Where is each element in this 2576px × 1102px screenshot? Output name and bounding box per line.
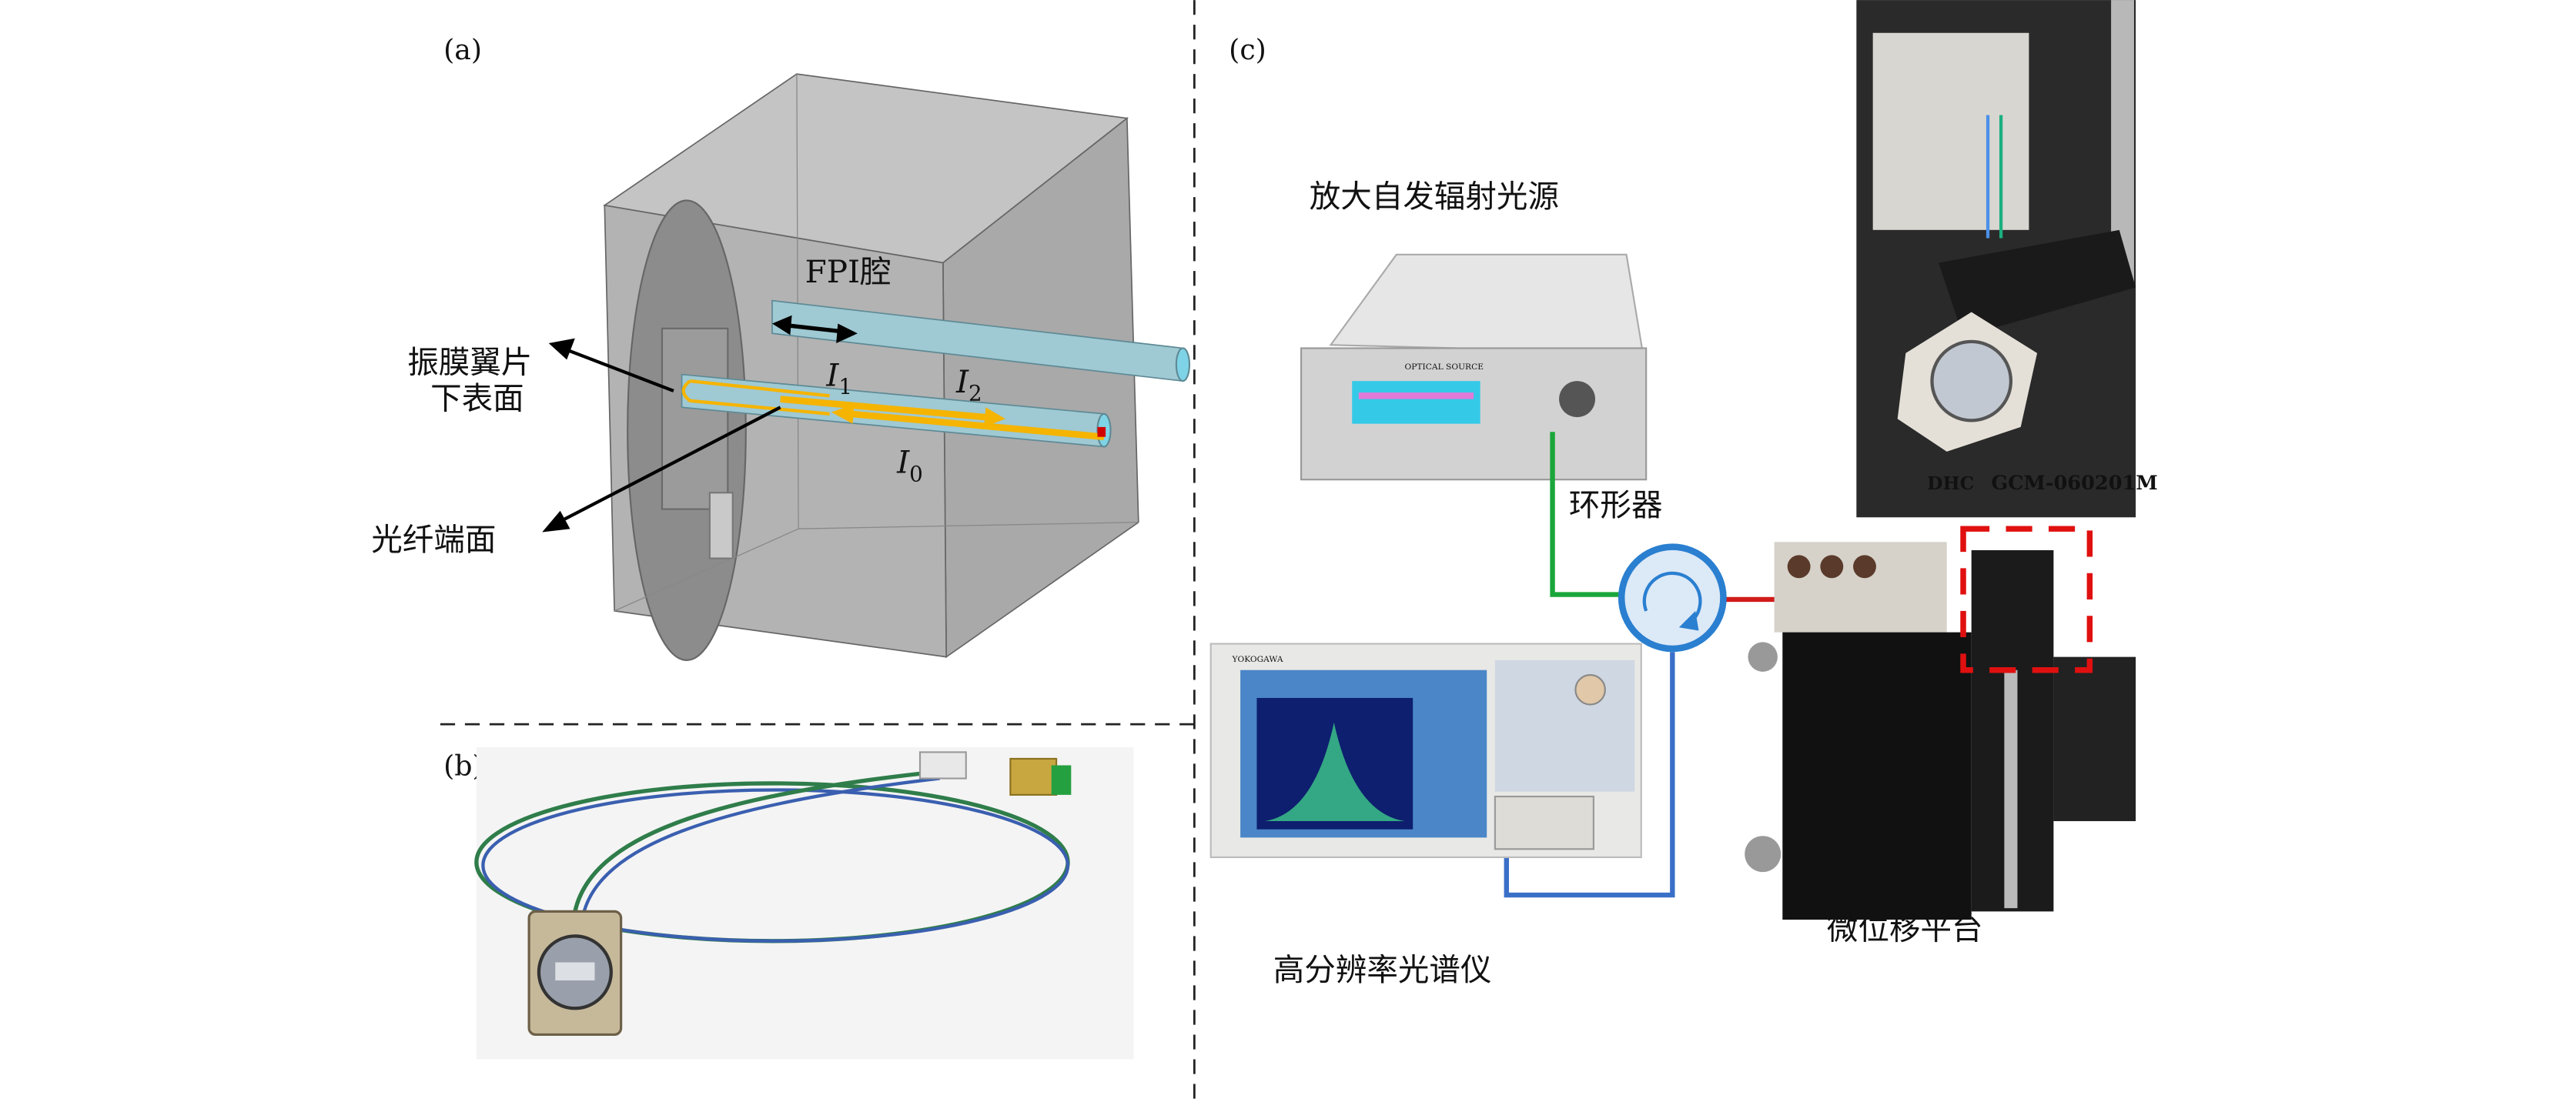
circulator-arrow-icon: [1678, 610, 1699, 631]
diaphragm-wing: [661, 327, 729, 510]
panel-c: (c) 放大自发辐射光源 OPTICAL SOURCE 环形器 YOKOGAWA: [1209, 0, 2158, 988]
mount-photo: DHC GCM-060201M: [1856, 0, 2158, 518]
fiber-upper: [771, 299, 1191, 382]
pointer-arrows: [542, 338, 781, 533]
cavity-arrow: [771, 315, 858, 344]
source-display: [1352, 381, 1480, 424]
fiber-end-label: 光纤端面: [371, 521, 496, 558]
beam-I1-arrow: [780, 396, 986, 421]
mount-brand: DHC: [1927, 473, 1974, 494]
osa-label: 高分辨率光谱仪: [1273, 951, 1492, 988]
source-fiber: [1550, 432, 1622, 597]
panel-a: (a): [371, 33, 1191, 661]
circulator-label: 环形器: [1569, 486, 1663, 523]
panel-b: (b): [443, 747, 1134, 1060]
source-panel-text: OPTICAL SOURCE: [1405, 362, 1484, 372]
diaphragm-label-line2: 下表面: [430, 379, 524, 416]
source-knob: [1559, 381, 1596, 418]
light-path: [681, 379, 1106, 440]
sensor-photo: [474, 747, 1134, 1060]
beam-I2-label: I2: [955, 363, 982, 406]
diaphragm-label-line1: 振膜翼片: [407, 343, 532, 380]
micro-displacement-stage-photo: [1745, 526, 2136, 920]
fc-connector: [1009, 757, 1058, 796]
highlight-box: [1960, 526, 2093, 673]
mount-model: GCM-060201M: [1991, 472, 2157, 495]
osa-spectrum: [1265, 722, 1405, 822]
ase-light-source: OPTICAL SOURCE: [1300, 253, 1648, 481]
circulator: [1618, 543, 1727, 653]
fpi-cavity-label: FPI腔: [805, 253, 892, 290]
beam-I1-label: I1: [825, 357, 852, 400]
panel-a-label: (a): [443, 33, 482, 66]
ase-source-label: 放大自发辐射光源: [1310, 178, 1559, 215]
beam-I0-label: I0: [896, 444, 923, 487]
sensor-housing-3d: [603, 73, 1139, 661]
panel-c-label: (c): [1229, 33, 1266, 66]
stage-label: 微位移平台: [1827, 910, 1983, 947]
beam-I0-arrow: [850, 410, 1105, 440]
osa-brand: YOKOGAWA: [1231, 654, 1283, 664]
optical-spectrum-analyzer: YOKOGAWA: [1209, 643, 1642, 859]
